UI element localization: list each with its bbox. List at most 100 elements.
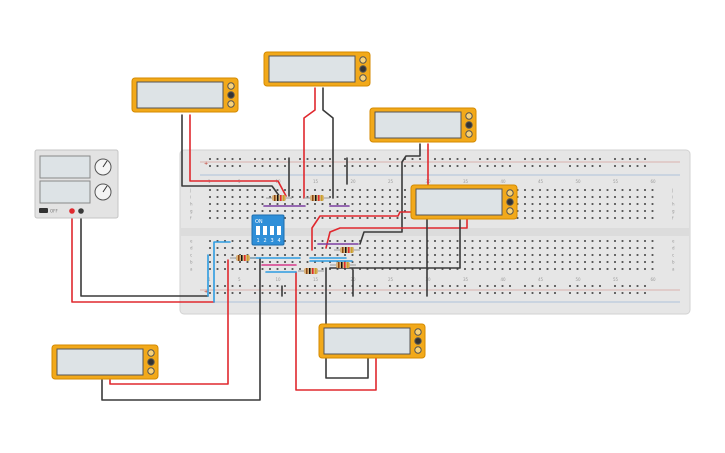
breadboard-hole[interactable] (351, 240, 354, 242)
breadboard-hole[interactable] (539, 158, 541, 160)
breadboard-hole[interactable] (321, 203, 324, 205)
breadboard-hole[interactable] (539, 203, 541, 205)
breadboard-hole[interactable] (254, 254, 256, 256)
breadboard-hole[interactable] (359, 247, 361, 249)
breadboard-hole[interactable] (404, 165, 406, 167)
breadboard-hole[interactable] (381, 247, 384, 249)
breadboard-hole[interactable] (374, 217, 376, 219)
breadboard-hole[interactable] (584, 196, 586, 198)
breadboard-hole[interactable] (209, 292, 211, 294)
breadboard-hole[interactable] (509, 292, 511, 294)
breadboard-hole[interactable] (479, 292, 481, 294)
breadboard-hole[interactable] (389, 292, 391, 294)
breadboard-hole[interactable] (419, 165, 421, 167)
breadboard-hole[interactable] (209, 254, 211, 256)
breadboard-hole[interactable] (246, 268, 249, 270)
breadboard-hole[interactable] (524, 165, 526, 167)
breadboard-hole[interactable] (441, 165, 444, 167)
breadboard-hole[interactable] (261, 203, 264, 205)
breadboard-hole[interactable] (441, 254, 444, 256)
breadboard-hole[interactable] (509, 247, 511, 249)
breadboard-hole[interactable] (329, 254, 331, 256)
breadboard-hole[interactable] (291, 268, 294, 270)
breadboard-hole[interactable] (254, 165, 256, 167)
breadboard-hole[interactable] (554, 196, 556, 198)
breadboard-hole[interactable] (584, 254, 586, 256)
breadboard-hole[interactable] (629, 247, 631, 249)
breadboard-hole[interactable] (216, 261, 219, 263)
breadboard-hole[interactable] (209, 261, 211, 263)
breadboard-hole[interactable] (284, 210, 286, 212)
breadboard-hole[interactable] (434, 254, 436, 256)
breadboard-hole[interactable] (546, 189, 549, 191)
breadboard-hole[interactable] (329, 285, 331, 287)
breadboard-hole[interactable] (329, 203, 331, 205)
breadboard-hole[interactable] (284, 158, 286, 160)
breadboard-hole[interactable] (419, 285, 421, 287)
breadboard-hole[interactable] (284, 165, 286, 167)
breadboard-hole[interactable] (599, 254, 601, 256)
breadboard-hole[interactable] (381, 217, 384, 219)
breadboard-hole[interactable] (231, 165, 234, 167)
breadboard-hole[interactable] (209, 240, 211, 242)
breadboard-hole[interactable] (591, 285, 594, 287)
breadboard-hole[interactable] (396, 165, 399, 167)
breadboard-hole[interactable] (449, 285, 451, 287)
breadboard-hole[interactable] (561, 247, 564, 249)
breadboard-hole[interactable] (471, 254, 474, 256)
breadboard-hole[interactable] (539, 285, 541, 287)
multimeter-terminal[interactable] (147, 349, 155, 357)
breadboard-hole[interactable] (291, 196, 294, 198)
multimeter-terminal[interactable] (227, 100, 235, 108)
breadboard-hole[interactable] (411, 285, 414, 287)
breadboard-hole[interactable] (629, 254, 631, 256)
breadboard-hole[interactable] (404, 292, 406, 294)
breadboard-hole[interactable] (584, 203, 586, 205)
breadboard-hole[interactable] (546, 254, 549, 256)
breadboard-hole[interactable] (584, 158, 586, 160)
breadboard-hole[interactable] (321, 268, 324, 270)
breadboard-hole[interactable] (591, 247, 594, 249)
breadboard-hole[interactable] (434, 285, 436, 287)
breadboard-hole[interactable] (291, 210, 294, 212)
breadboard-hole[interactable] (261, 247, 264, 249)
breadboard-hole[interactable] (449, 254, 451, 256)
breadboard-hole[interactable] (284, 292, 286, 294)
breadboard-hole[interactable] (606, 268, 609, 270)
breadboard-hole[interactable] (591, 196, 594, 198)
breadboard-hole[interactable] (351, 196, 354, 198)
breadboard-hole[interactable] (636, 189, 639, 191)
breadboard-hole[interactable] (359, 203, 361, 205)
breadboard-hole[interactable] (224, 217, 226, 219)
multimeter[interactable] (51, 344, 159, 380)
breadboard-hole[interactable] (246, 240, 249, 242)
breadboard-hole[interactable] (441, 158, 444, 160)
breadboard-hole[interactable] (254, 203, 256, 205)
breadboard-hole[interactable] (501, 268, 504, 270)
breadboard-hole[interactable] (524, 189, 526, 191)
breadboard-hole[interactable] (374, 268, 376, 270)
breadboard-hole[interactable] (584, 261, 586, 263)
breadboard-hole[interactable] (629, 158, 631, 160)
breadboard-hole[interactable] (209, 247, 211, 249)
breadboard-hole[interactable] (291, 203, 294, 205)
breadboard-hole[interactable] (321, 189, 324, 191)
breadboard-hole[interactable] (224, 247, 226, 249)
breadboard-hole[interactable] (584, 285, 586, 287)
breadboard-hole[interactable] (486, 158, 489, 160)
breadboard-hole[interactable] (261, 210, 264, 212)
breadboard-hole[interactable] (231, 254, 234, 256)
breadboard-hole[interactable] (209, 196, 211, 198)
breadboard-hole[interactable] (366, 217, 369, 219)
breadboard-hole[interactable] (614, 217, 616, 219)
breadboard-hole[interactable] (306, 165, 309, 167)
breadboard-hole[interactable] (389, 285, 391, 287)
resistor[interactable] (266, 195, 292, 201)
breadboard-hole[interactable] (389, 165, 391, 167)
breadboard-hole[interactable] (591, 158, 594, 160)
breadboard-hole[interactable] (501, 292, 504, 294)
breadboard-hole[interactable] (584, 240, 586, 242)
breadboard-hole[interactable] (306, 292, 309, 294)
breadboard-hole[interactable] (539, 189, 541, 191)
breadboard-hole[interactable] (591, 240, 594, 242)
